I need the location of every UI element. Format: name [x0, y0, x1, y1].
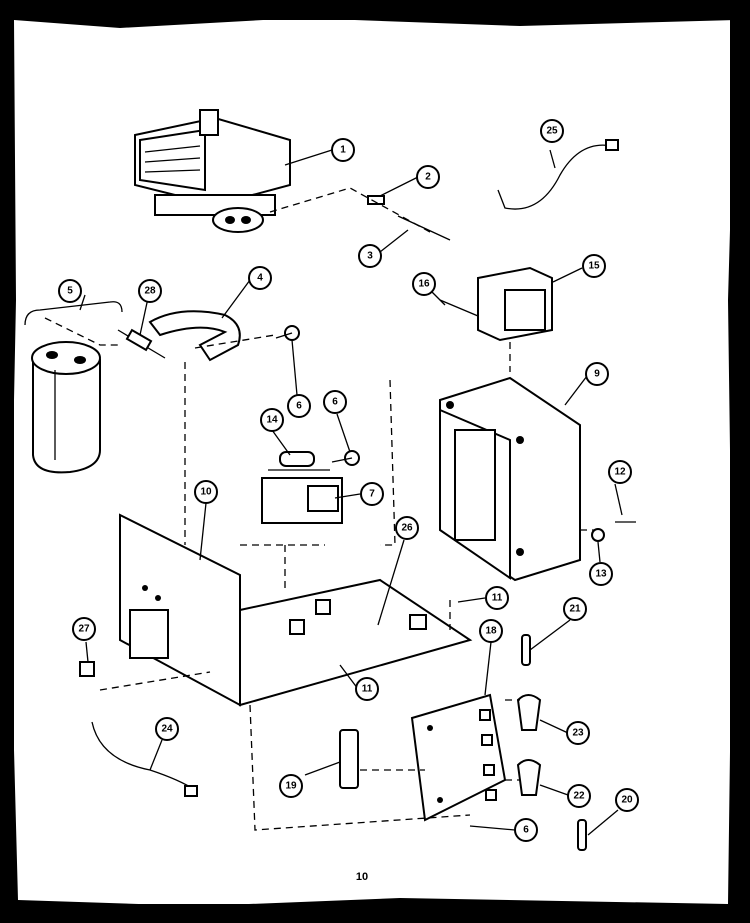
callout-19: 19: [279, 774, 303, 798]
callout-23: 23: [566, 721, 590, 745]
callout-6a: 6: [287, 394, 311, 418]
callout-3: 3: [358, 244, 382, 268]
wire-harness-24: [91, 721, 196, 791]
diode-part: [117, 328, 166, 359]
callout-10: 10: [194, 480, 218, 504]
insulator-part-23: [516, 694, 542, 731]
sheet-background: [14, 20, 730, 904]
fuse-holder-assembly: [261, 451, 343, 524]
callout-7: 7: [360, 482, 384, 506]
callout-24: 24: [155, 717, 179, 741]
svg-text:11: 11: [362, 684, 373, 695]
callout-18: 18: [479, 619, 503, 643]
svg-text:7: 7: [369, 489, 375, 500]
wire-part-3: [397, 215, 451, 241]
svg-text:3: 3: [367, 251, 373, 262]
svg-text:18: 18: [485, 626, 497, 637]
wire-part-20: [577, 819, 587, 851]
capacitor-part: [24, 301, 123, 474]
terminal-part-2: [367, 195, 385, 205]
callout-6c: 6: [514, 818, 538, 842]
svg-text:25: 25: [546, 126, 558, 137]
svg-text:6: 6: [296, 401, 302, 412]
callout-20: 20: [615, 788, 639, 812]
svg-text:14: 14: [266, 415, 278, 426]
svg-text:5: 5: [67, 286, 73, 297]
svg-text:27: 27: [78, 624, 90, 635]
filament-transformer-part: [439, 266, 553, 342]
capacitor-bracket-part: [148, 310, 241, 362]
clip-part-27: [79, 661, 95, 677]
callout-13: 13: [589, 562, 613, 586]
svg-text:23: 23: [572, 728, 584, 739]
callout-16: 16: [412, 272, 436, 296]
callout-22: 22: [567, 784, 591, 808]
svg-text:2: 2: [425, 172, 431, 183]
callout-circles: 1 2 3 4 5 6 6 6 7 9 10 11 11 12 13 14 15…: [58, 119, 639, 842]
callout-1: 1: [331, 138, 355, 162]
svg-text:1: 1: [340, 145, 346, 156]
callout-28: 28: [138, 279, 162, 303]
svg-text:6: 6: [332, 397, 338, 408]
callout-25: 25: [540, 119, 564, 143]
fuse-part-19: [339, 729, 359, 789]
svg-text:13: 13: [595, 569, 607, 580]
wire-connector-25: [605, 139, 619, 151]
callout-26: 26: [395, 516, 419, 540]
svg-text:22: 22: [573, 791, 585, 802]
svg-text:19: 19: [285, 781, 297, 792]
assembly-guide-lines: [44, 187, 595, 831]
callout-21: 21: [563, 597, 587, 621]
svg-text:4: 4: [257, 273, 263, 284]
svg-text:6: 6: [523, 825, 529, 836]
screw-6b: [331, 450, 360, 466]
callout-12: 12: [608, 460, 632, 484]
callout-6b: 6: [323, 390, 347, 414]
svg-text:21: 21: [569, 604, 581, 615]
wire-part-21: [521, 634, 531, 666]
magnetron-part: [134, 109, 291, 233]
callout-4: 4: [248, 266, 272, 290]
svg-text:12: 12: [614, 467, 626, 478]
callout-27: 27: [72, 617, 96, 641]
wire-harness-25: [497, 144, 613, 210]
insulator-part-22: [516, 759, 542, 796]
leader-lines: [79, 149, 623, 836]
wire-connector-24: [184, 785, 198, 797]
transformer-part: [439, 376, 581, 582]
svg-text:20: 20: [621, 795, 633, 806]
svg-text:24: 24: [161, 724, 173, 735]
svg-text:15: 15: [588, 261, 600, 272]
callout-9: 9: [585, 362, 609, 386]
svg-text:26: 26: [401, 523, 413, 534]
svg-text:9: 9: [594, 369, 600, 380]
washer-13: [591, 528, 605, 542]
callout-2: 2: [416, 165, 440, 189]
base-plate-part: [119, 513, 473, 707]
callout-11b: 11: [355, 677, 379, 701]
callout-5: 5: [58, 279, 82, 303]
svg-text:28: 28: [144, 286, 156, 297]
svg-text:11: 11: [492, 593, 503, 604]
callout-11a: 11: [485, 586, 509, 610]
callout-14: 14: [260, 408, 284, 432]
callout-15: 15: [582, 254, 606, 278]
svg-text:10: 10: [200, 487, 212, 498]
page-number: 10: [356, 871, 368, 883]
svg-text:16: 16: [418, 279, 430, 290]
